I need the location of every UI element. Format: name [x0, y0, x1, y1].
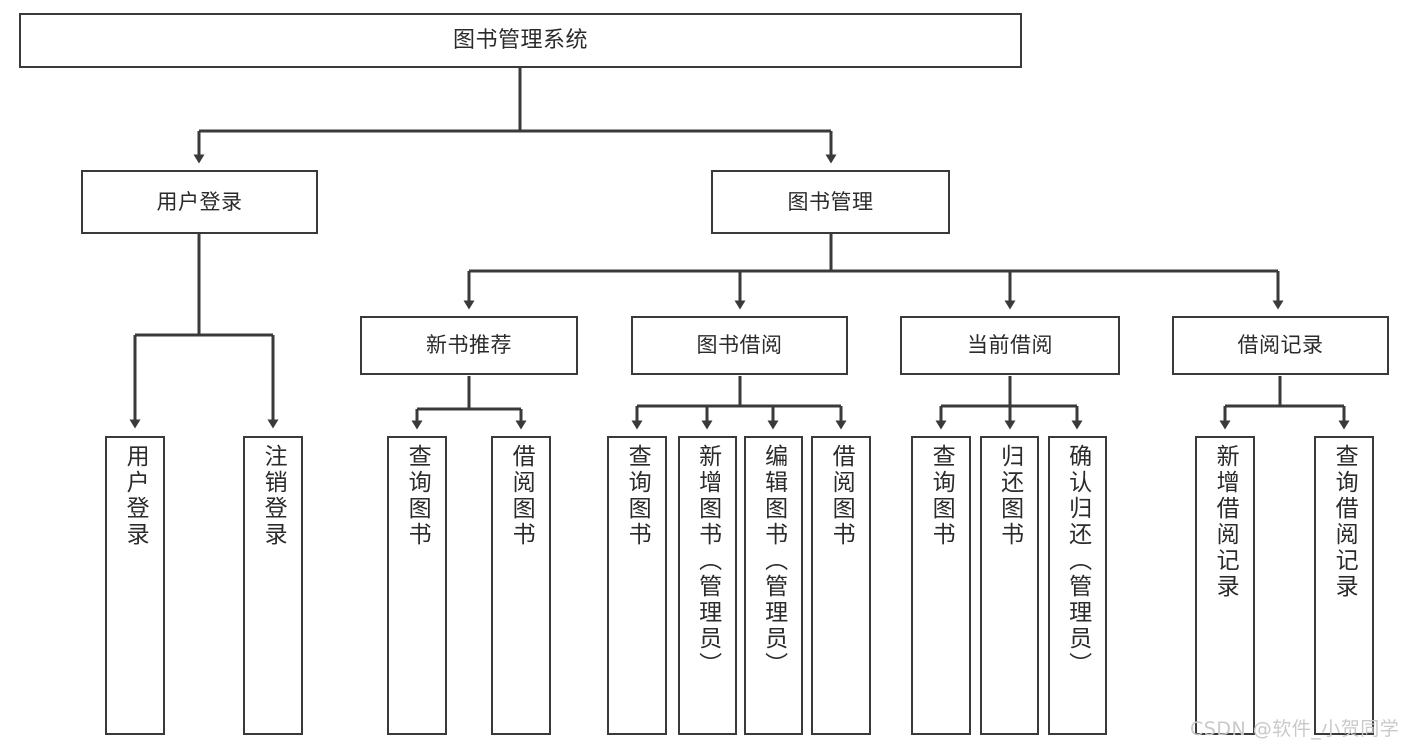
node-leaf-add-book-label: 新增图书（管理员）: [694, 444, 721, 678]
node-book-management-label: 图书管理: [787, 189, 874, 214]
node-leaf-edit-book-label: 编辑图书（管理员）: [760, 444, 787, 678]
node-leaf-borrow-book-2[interactable]: 借阅图书: [811, 436, 871, 735]
node-new-book-recommend[interactable]: 新书推荐: [360, 316, 578, 375]
node-leaf-query-book-3-label: 查询图书: [928, 444, 955, 548]
node-leaf-borrow-book-1[interactable]: 借阅图书: [491, 436, 551, 735]
node-leaf-return-book[interactable]: 归还图书: [980, 436, 1039, 735]
node-leaf-confirm-return[interactable]: 确认归还（管理员）: [1048, 436, 1107, 735]
node-book-borrow-label: 图书借阅: [696, 333, 783, 358]
node-leaf-confirm-return-label: 确认归还（管理员）: [1064, 444, 1091, 678]
node-leaf-borrow-book-1-label: 借阅图书: [508, 444, 535, 548]
node-borrow-record[interactable]: 借阅记录: [1172, 316, 1389, 375]
node-leaf-add-book[interactable]: 新增图书（管理员）: [678, 436, 737, 735]
node-user-login-label: 用户登录: [156, 189, 243, 214]
node-new-book-recommend-label: 新书推荐: [426, 333, 512, 358]
node-leaf-user-login[interactable]: 用户登录: [105, 436, 165, 735]
node-leaf-query-book-2-label: 查询图书: [624, 444, 651, 548]
node-root-label: 图书管理系统: [452, 27, 588, 53]
node-leaf-add-record[interactable]: 新增借阅记录: [1195, 436, 1255, 735]
node-book-management[interactable]: 图书管理: [711, 170, 950, 234]
node-leaf-query-book-1-label: 查询图书: [404, 444, 431, 548]
node-current-borrow-label: 当前借阅: [967, 333, 1053, 358]
node-leaf-return-book-label: 归还图书: [996, 444, 1023, 548]
node-book-borrow[interactable]: 图书借阅: [631, 316, 848, 375]
node-leaf-query-record-label: 查询借阅记录: [1331, 444, 1358, 600]
watermark-text: CSDN @软件_小贺同学: [1190, 718, 1400, 740]
node-root[interactable]: 图书管理系统: [19, 13, 1022, 68]
node-leaf-user-logout[interactable]: 注销登录: [243, 436, 303, 735]
node-leaf-query-record[interactable]: 查询借阅记录: [1314, 436, 1374, 735]
node-borrow-record-label: 借阅记录: [1237, 333, 1324, 358]
node-leaf-query-book-3[interactable]: 查询图书: [911, 436, 971, 735]
node-leaf-edit-book[interactable]: 编辑图书（管理员）: [744, 436, 803, 735]
node-leaf-query-book-2[interactable]: 查询图书: [607, 436, 667, 735]
node-user-login[interactable]: 用户登录: [81, 170, 318, 234]
node-leaf-user-login-label: 用户登录: [122, 444, 149, 548]
node-leaf-borrow-book-2-label: 借阅图书: [828, 444, 855, 548]
node-current-borrow[interactable]: 当前借阅: [900, 316, 1120, 375]
node-leaf-user-logout-label: 注销登录: [260, 444, 287, 548]
node-leaf-query-book-1[interactable]: 查询图书: [387, 436, 447, 735]
node-leaf-add-record-label: 新增借阅记录: [1212, 444, 1239, 600]
